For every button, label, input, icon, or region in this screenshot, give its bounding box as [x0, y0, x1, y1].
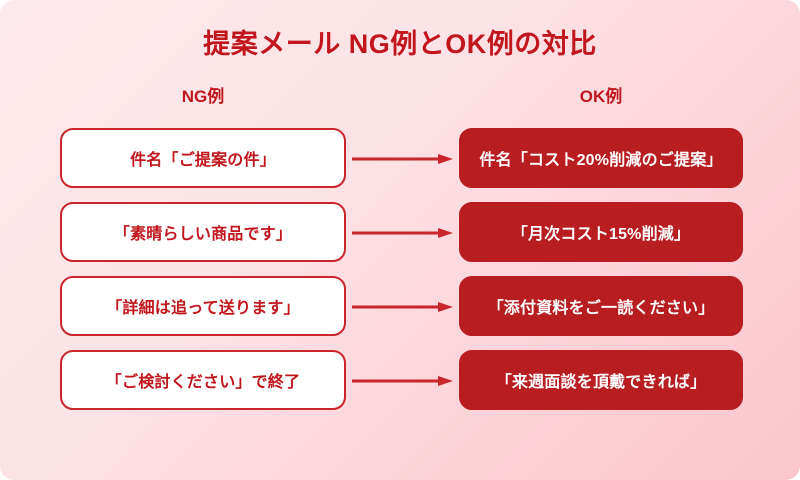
arrow-right-icon: [352, 376, 453, 386]
comparison-row: 「詳細は追って送ります」 「添付資料をご一読ください」: [0, 276, 800, 336]
ok-example-box: 「来週面談を頂戴できれば」: [459, 350, 743, 410]
comparison-row: 「ご検討ください」で終了 「来週面談を頂戴できれば」: [0, 350, 800, 410]
arrow-right-icon: [352, 154, 453, 164]
ng-example-box: 件名「ご提案の件」: [60, 128, 346, 188]
ok-example-box: 件名「コスト20%削減のご提案」: [459, 128, 743, 188]
ok-example-box: 「月次コスト15%削減」: [459, 202, 743, 262]
ok-example-box: 「添付資料をご一読ください」: [459, 276, 743, 336]
ng-example-box: 「詳細は追って送ります」: [60, 276, 346, 336]
column-header-ok: OK例: [579, 87, 623, 106]
comparison-row: 件名「ご提案の件」 件名「コスト20%削減のご提案」: [0, 128, 800, 188]
ng-example-box: 「ご検討ください」で終了: [60, 350, 346, 410]
arrow-right-icon: [352, 228, 453, 238]
page-title: 提案メール NG例とOK例の対比: [203, 29, 597, 59]
comparison-row: 「素晴らしい商品です」 「月次コスト15%削減」: [0, 202, 800, 262]
ng-example-box: 「素晴らしい商品です」: [60, 202, 346, 262]
arrow-right-icon: [352, 302, 453, 312]
column-header-ng: NG例: [181, 87, 225, 106]
